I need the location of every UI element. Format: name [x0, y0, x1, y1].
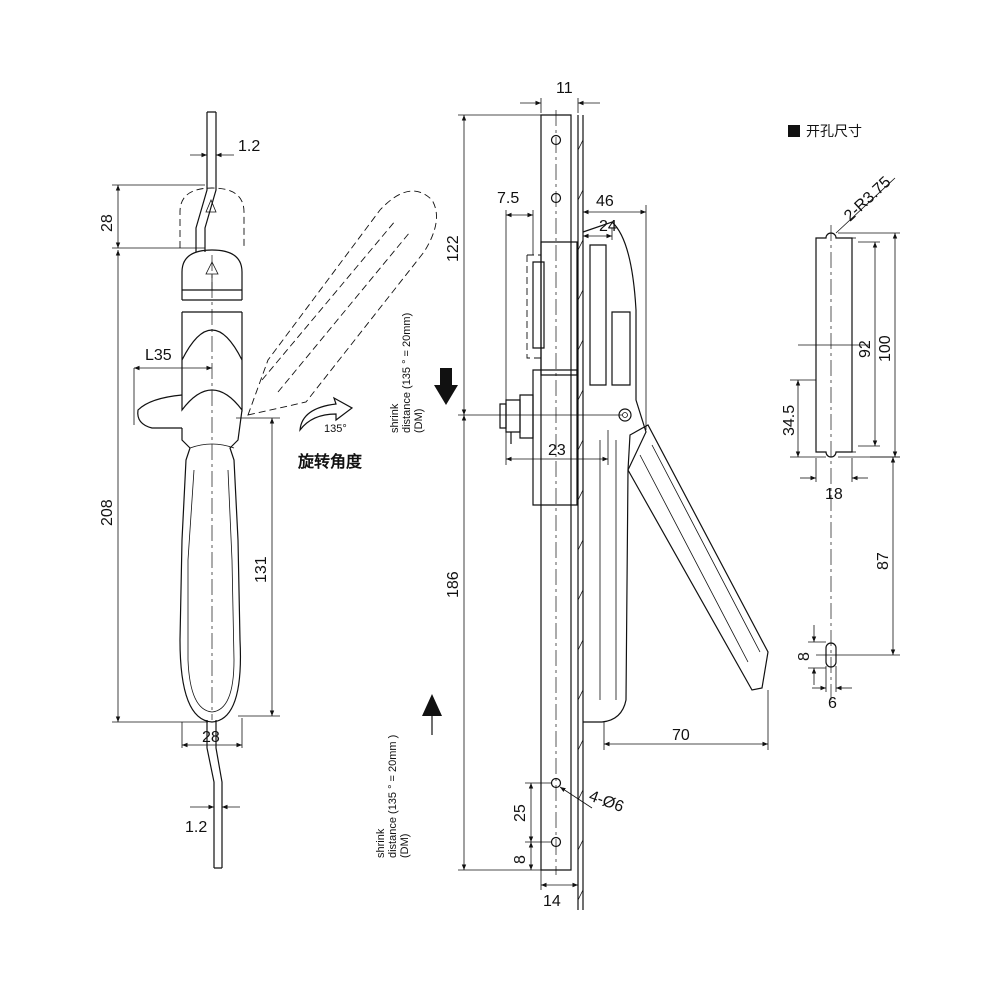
upper-phantom-outline	[179, 187, 245, 248]
rotation-angle: 135°	[324, 423, 347, 435]
dim-hole-pitch: 25	[512, 804, 529, 822]
svg-text:(DM): (DM)	[399, 834, 411, 858]
mount-hole	[550, 134, 562, 146]
svg-text:(DM): (DM)	[413, 409, 425, 433]
dim-overall-height: 208	[99, 499, 116, 526]
front-view: 135° 旋转角度 1.2 28 L35 208 131 28	[99, 111, 437, 869]
handle-head	[181, 249, 243, 300]
dim-bottom-width: 14	[543, 893, 561, 910]
dim-cutout-width: 18	[825, 486, 843, 503]
cutout-legend-title: 开孔尺寸	[806, 123, 862, 139]
rotated-handle-side	[627, 424, 769, 691]
dim-depth: 46	[596, 193, 614, 210]
shrink-note-top: shrink distance (135 ° = 20mm) (DM)	[389, 313, 425, 433]
bottom-rod	[206, 720, 223, 869]
dim-plate-width: 11	[556, 80, 573, 97]
rotation-caption: 旋转角度	[297, 452, 363, 471]
dim-cutout-radius: 2-R3.75	[841, 174, 894, 225]
dim-handle-width: 28	[202, 729, 220, 746]
dim-hole-edge: 8	[512, 855, 529, 864]
dim-slot-height: 8	[796, 652, 813, 661]
slot-outline	[825, 642, 837, 668]
svg-text:shrink: shrink	[375, 828, 387, 858]
dim-lever-length: L35	[145, 347, 172, 364]
side-view: shrink distance (135 ° = 20mm) (DM) shri…	[375, 80, 769, 910]
shrink-up-arrow-icon	[422, 694, 442, 716]
legend-square-icon	[788, 125, 800, 137]
front-dimensions: 1.2 28 L35 208 131 28 1.2	[99, 138, 280, 836]
svg-text:shrink: shrink	[389, 403, 401, 433]
cutout-view: 开孔尺寸 2-R3.75 92 100 34.5 18 87	[781, 123, 900, 712]
dim-top-rod-thickness: 1.2	[238, 138, 260, 155]
dim-slot-spacing: 87	[875, 552, 892, 570]
dim-cutout-outer: 100	[877, 335, 894, 362]
dim-top-offset: 28	[99, 214, 116, 232]
dim-cutout-inner: 92	[857, 340, 874, 358]
dim-bottom-rod-thickness: 1.2	[185, 819, 207, 836]
lever-tab	[137, 394, 183, 429]
dim-lower-length: 131	[253, 556, 270, 583]
dim-upper-length: 122	[445, 235, 462, 262]
mount-hole	[550, 192, 562, 204]
rotation-arrow-icon	[299, 396, 354, 433]
door-hatching	[577, 139, 584, 901]
rotated-handle-phantom	[247, 190, 437, 416]
handle-side	[582, 221, 647, 723]
dim-holes: 4-Ø6	[587, 788, 626, 816]
dim-offset: 7.5	[497, 190, 519, 207]
svg-text:distance (135 ° = 20mm ): distance (135 ° = 20mm )	[387, 735, 399, 858]
dim-depth-inner: 24	[599, 218, 617, 235]
dim-slot-width: 6	[828, 695, 837, 712]
dim-body-width: 23	[548, 442, 566, 459]
mounting-plate	[540, 114, 572, 871]
side-dimensions: 11 7.5 46 24 122 23 186 70	[445, 80, 769, 910]
top-rod	[195, 111, 217, 252]
dim-handle-reach: 70	[672, 727, 690, 744]
dim-lower-length: 186	[445, 571, 462, 598]
dim-cutout-offset: 34.5	[781, 405, 798, 436]
shrink-note-bottom: shrink distance (135 ° = 20mm ) (DM)	[375, 735, 411, 858]
shrink-down-arrow-icon	[434, 368, 458, 405]
svg-text:distance (135 ° = 20mm): distance (135 ° = 20mm)	[401, 313, 413, 433]
